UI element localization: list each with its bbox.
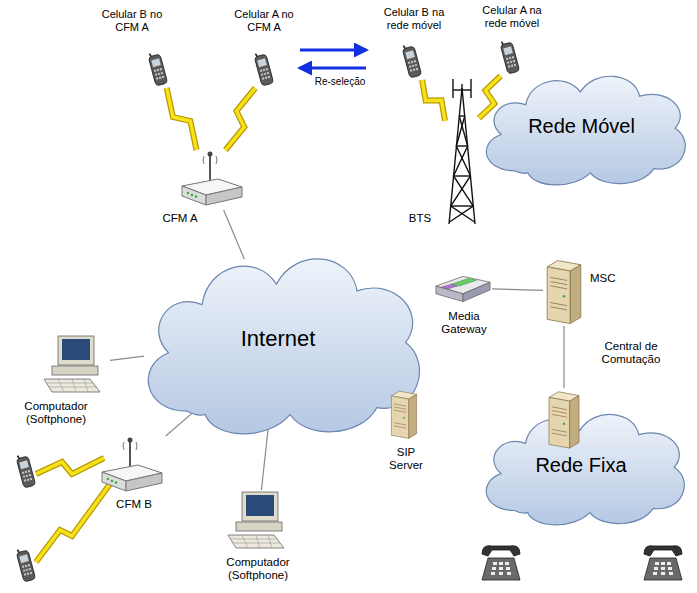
- computer-symbol: [44, 336, 100, 392]
- phone-icon: [146, 52, 170, 88]
- server-icon: [388, 388, 420, 440]
- phone-icon: [498, 40, 522, 76]
- wireless-bolt-outline: [422, 80, 445, 121]
- wireless-bolt-outline: [225, 88, 255, 150]
- network-name: Internet: [241, 326, 316, 351]
- server-device: Central de Comutação: [545, 388, 583, 450]
- device-label-box: SIP Server: [380, 446, 432, 472]
- device-label: Central de Comutação: [585, 340, 677, 366]
- network-cloud: Rede Móvel: [470, 62, 693, 190]
- annotation-label: Re-seleção: [306, 76, 374, 88]
- server-symbol: [391, 391, 416, 438]
- device-label-box: CFM B: [104, 498, 164, 511]
- cloud-outline: [486, 76, 685, 185]
- server-device: MSC: [543, 256, 585, 326]
- reselection-arrows: [300, 50, 366, 68]
- device-label: SIP Server: [380, 446, 432, 472]
- network-cloud: Rede Fixa: [470, 400, 692, 530]
- server-icon: [543, 256, 585, 326]
- cloud-outline: [148, 259, 419, 434]
- gateway-icon: [434, 272, 492, 304]
- device-label: Computador (Softphone): [196, 556, 320, 582]
- phone-symbol: [148, 51, 168, 86]
- device-label: Celular A no CFM A: [222, 8, 306, 33]
- network-link: [224, 210, 245, 259]
- tower-icon: [445, 76, 479, 226]
- device-label-box: CFM A: [150, 212, 210, 225]
- network-link: [563, 326, 564, 388]
- gateway-device: Media Gateway: [434, 272, 492, 304]
- device-label-box: Central de Comutação: [585, 340, 677, 366]
- wireless-bolt: [36, 458, 104, 474]
- ap-icon: [96, 436, 166, 496]
- tower-device: BTS: [445, 76, 479, 226]
- computer-icon: [222, 490, 294, 552]
- phone-icon: [400, 44, 424, 80]
- wireless-bolt: [225, 88, 255, 150]
- tower-symbol: [449, 79, 475, 224]
- mobile-phone: [16, 547, 36, 582]
- gateway-symbol: [436, 276, 490, 301]
- ap-device: CFM B: [96, 436, 166, 496]
- device-label-box: Media Gateway: [432, 310, 496, 336]
- wireless-bolt: [167, 88, 197, 150]
- cloud-outline: [486, 414, 684, 524]
- ap-symbol: [102, 438, 162, 492]
- device-label-box: BTS: [398, 212, 442, 225]
- computer-device: Computador (Softphone): [222, 490, 294, 552]
- phone-symbol: [254, 51, 274, 86]
- phone-device: Celular A no CFM A: [252, 52, 276, 88]
- ap-icon: [176, 150, 246, 210]
- server-device: SIP Server: [388, 388, 420, 440]
- network-name: Rede Móvel: [528, 115, 635, 138]
- computer-icon: [38, 334, 110, 396]
- landline-phone: [482, 546, 520, 580]
- phone-device: Celular B na rede móvel: [400, 44, 424, 80]
- server-symbol: [549, 392, 579, 448]
- device-label-box: Celular B no CFM A: [92, 8, 172, 33]
- wireless-bolt: [422, 80, 445, 121]
- device-label: Celular B no CFM A: [92, 8, 172, 33]
- ap-device: CFM A: [176, 150, 246, 210]
- device-label: MSC: [590, 272, 638, 285]
- network-cloud: Internet: [126, 236, 430, 442]
- device-label: Media Gateway: [432, 310, 496, 336]
- device-label-box: Celular A no CFM A: [222, 8, 306, 33]
- arrow-left: [300, 67, 366, 70]
- device-label-box: Computador (Softphone): [196, 556, 320, 582]
- device-label: CFM A: [150, 212, 210, 225]
- device-label: Celular B na rede móvel: [372, 6, 456, 31]
- device-label: CFM B: [104, 498, 164, 511]
- mobile-phone: [16, 453, 36, 488]
- arrow-right: [300, 49, 366, 52]
- device-label-box: Celular A na rede móvel: [470, 4, 554, 29]
- landline-phone: [644, 546, 682, 580]
- annotation-box: Re-seleção: [306, 76, 374, 88]
- wireless-bolt-outline: [167, 88, 197, 150]
- server-symbol: [547, 261, 581, 324]
- device-label-box: Celular B na rede móvel: [372, 6, 456, 31]
- computer-device: Computador (Softphone): [38, 334, 110, 396]
- cfm-b-wireless: [36, 458, 110, 562]
- network-link: [492, 289, 543, 291]
- phone-symbol: [402, 43, 422, 78]
- wireless-bolt: [36, 484, 110, 562]
- device-label-box: Computador (Softphone): [0, 400, 112, 426]
- network-name: Rede Fixa: [535, 454, 626, 477]
- device-label: Celular A na rede móvel: [470, 4, 554, 29]
- device-label: Computador (Softphone): [0, 400, 112, 426]
- device-label: BTS: [398, 212, 442, 225]
- server-icon: [545, 388, 583, 450]
- ap-symbol: [182, 152, 242, 206]
- computer-symbol: [228, 492, 284, 548]
- phone-symbol: [500, 39, 520, 74]
- network-link: [110, 356, 144, 360]
- phone-icon: [252, 52, 276, 88]
- device-label-box: MSC: [590, 272, 638, 285]
- phone-device: Celular B no CFM A: [146, 52, 170, 88]
- phone-device: Celular A na rede móvel: [498, 40, 522, 76]
